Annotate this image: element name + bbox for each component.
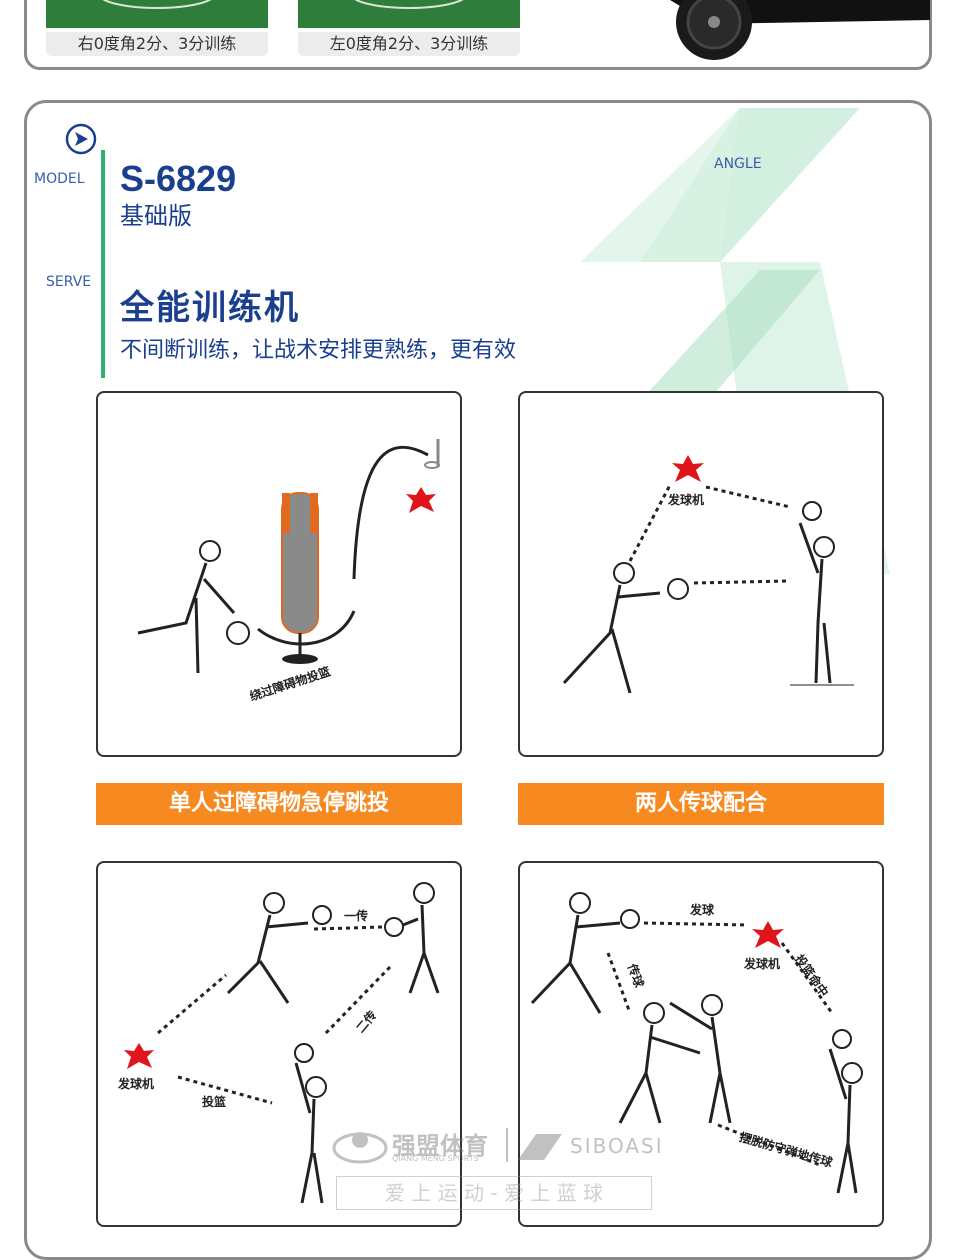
shoot-label: 投篮 — [202, 1095, 227, 1109]
edition-label: 基础版 — [120, 202, 192, 230]
watermark-divider — [506, 1128, 508, 1162]
product-title: 全能训练机 — [120, 288, 300, 328]
banner-two-person-passing: 两人传球配合 — [518, 783, 884, 825]
first-pass-label: 一传 — [344, 909, 369, 923]
model-label: MODEL — [34, 171, 85, 187]
court-thumbnail-left — [298, 0, 520, 28]
defense-pass-drill-illustration — [530, 892, 863, 1194]
drill-panel-three-pass: 发球机 投篮 一传 二传 — [96, 861, 462, 1227]
machine-label: 发球机 — [118, 1077, 155, 1091]
marker-red-star-icon — [406, 487, 436, 513]
machine-wheel-image — [670, 0, 930, 60]
passing-drill-illustration — [562, 484, 854, 694]
serve-label: 发球 — [690, 903, 715, 917]
watermark-brand-cn: 强盟体育 — [392, 1132, 488, 1160]
qiangmeng-logo-icon — [332, 1132, 388, 1164]
angle-label: ANGLE — [714, 156, 762, 172]
product-subtitle: 不间断训练，让战术安排更熟练，更有效 — [120, 338, 517, 363]
watermark-brand-2: SIBOASI — [570, 1134, 664, 1158]
machine-label: 发球机 — [668, 493, 705, 507]
model-number: S-6829 — [120, 158, 237, 199]
three-pass-drill-illustration — [157, 882, 440, 1204]
accent-divider-line — [101, 150, 105, 378]
watermark-brand-en: QIANG MENG SPORTS — [392, 1154, 479, 1163]
machine-label: 发球机 — [744, 957, 781, 971]
siboasi-logo-icon — [518, 1134, 562, 1160]
watermark-slogan: 爱 上 运 动 - 爱 上 蓝 球 — [336, 1176, 652, 1210]
obstacle-drill-illustration — [137, 439, 440, 674]
drill-panel-defense-pass: 发球 发球机 传球 投篮命中 摆脱防守弹地传球 — [518, 861, 884, 1227]
drill-panel-two-person-passing: 发球机 — [518, 391, 884, 757]
marker-red-star-icon — [124, 1043, 154, 1069]
top-product-card — [24, 0, 932, 70]
banner-obstacle-jump-shot: 单人过障碍物急停跳投 — [96, 783, 462, 825]
marker-red-star-icon — [752, 921, 784, 948]
serve-label: SERVE — [46, 274, 92, 290]
arrow-circle-icon — [65, 123, 97, 155]
brand-watermark: 强盟体育 QIANG MENG SPORTS SIBOASI 爱 上 运 动 -… — [330, 1124, 662, 1214]
drill-panel-obstacle-jump-shot: 绕过障碍物投篮 — [96, 391, 462, 757]
court-thumbnail-right — [46, 0, 268, 28]
caption-left-corner: 左0度角2分、3分训练 — [298, 32, 520, 56]
marker-red-star-icon — [672, 455, 704, 482]
caption-right-corner: 右0度角2分、3分训练 — [46, 32, 268, 56]
